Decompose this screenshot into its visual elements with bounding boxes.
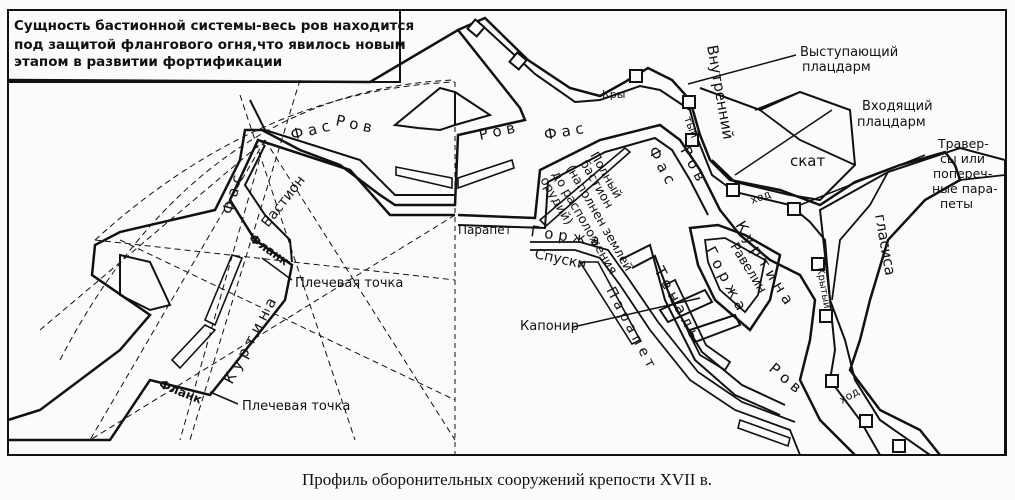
ravelin-inner	[703, 237, 767, 314]
label-shoulder-2: Плечевая точка	[242, 399, 350, 414]
right-bastion-inner	[457, 136, 709, 230]
callouts: Выступающий плацдарм Входящий плацдарм Т…	[800, 45, 998, 211]
right-labels: Парапет Г о р ж а Спуски П а р а п е т П…	[458, 44, 900, 407]
label-parapet-2: П а р а п е т	[602, 284, 658, 370]
left-flank-strip-2	[170, 324, 217, 370]
construction-lines	[39, 79, 456, 441]
label-fas-3: Ф а с	[644, 143, 679, 187]
front-parapet-1	[619, 243, 781, 416]
figure-caption: Профиль оборонительных сооружений крепос…	[302, 470, 712, 489]
label-rov-4: Р о в	[765, 359, 805, 396]
glacis-block	[818, 146, 1006, 456]
label-tenal: Т е н а л ь	[650, 263, 704, 343]
tenaille	[663, 278, 732, 372]
left-labels: Ф а с Р о в Р о в Ф а с Ф а с Бастион Фл…	[157, 111, 585, 414]
internal-slope-edge	[759, 109, 856, 166]
inner-parapet-strip-2	[457, 158, 515, 190]
internal-slope-top	[754, 91, 801, 111]
label-glasisa: гласиса	[871, 213, 900, 277]
callout-salient-1: Выступающий	[800, 45, 898, 60]
top-salient-cut-2	[454, 91, 493, 126]
header-note: Сущность бастионной системы-весь ров нах…	[7, 9, 414, 83]
left-construction	[7, 28, 527, 455]
ravelin	[688, 223, 782, 332]
glacis-right-face	[924, 174, 1006, 201]
label-bastion: Бастион	[259, 173, 309, 231]
callout-traverse-5: петы	[940, 196, 973, 211]
callout-reentrant-2: плацдарм	[857, 115, 926, 130]
label-tyi-1: тый	[681, 115, 701, 140]
left-bastion-outline	[8, 138, 455, 442]
inner-strip-low	[578, 261, 642, 346]
header-note-line2: под защитой флангового огня,что явилось …	[14, 37, 406, 53]
label-rov-2: Р о в	[477, 119, 517, 144]
bastion-inner-contour	[249, 99, 455, 196]
label-kurtina-left: К у р т и н а	[220, 294, 281, 386]
callout-traverse-1: Травер-	[937, 136, 989, 151]
right-bastion-wall	[457, 123, 856, 456]
callout-traverse-2: сы или	[940, 151, 985, 166]
label-skat: скат	[790, 152, 825, 170]
callout-salient-2: плацдарм	[802, 60, 871, 75]
label-rov-1: Р о в	[334, 111, 374, 136]
callout-leaders	[209, 54, 926, 405]
left-outwork	[119, 253, 172, 312]
counterscarp	[457, 16, 962, 456]
label-parapet: Парапет	[458, 223, 512, 237]
label-kaponir: Капонир	[520, 319, 579, 334]
glacis-inner-line	[831, 171, 889, 301]
bottom-strip	[737, 418, 791, 448]
gorge-strip-inner	[530, 241, 796, 423]
callout-traverse-3: попереч-	[933, 166, 992, 181]
label-khod-2: ход	[837, 385, 862, 407]
inner-strip-top	[538, 146, 632, 228]
header-note-line1: Сущность бастионной системы-весь ров нах…	[14, 18, 414, 34]
callout-reentrant-1: Входящий	[862, 99, 933, 114]
top-salient-cut	[392, 86, 456, 132]
gorge-strip	[530, 249, 801, 456]
label-kryty-2: Крытый	[814, 267, 832, 310]
caponier-2	[688, 313, 742, 344]
header-note-line3: этапом в развитии фортификации	[14, 54, 282, 70]
label-vnutrenniy: Внутренний	[703, 44, 737, 141]
label-fas-1: Ф а с	[289, 117, 332, 144]
covered-way	[484, 27, 881, 456]
caponier	[658, 288, 714, 324]
right-plan	[457, 16, 1006, 456]
label-fas-left: Ф а с	[218, 173, 246, 216]
label-kry-1: Кры	[602, 88, 625, 101]
inner-parapet-strip-1	[395, 166, 453, 190]
traverses	[466, 18, 906, 453]
callout-traverse-4: ные пара-	[932, 181, 998, 196]
label-fas-2: Ф а с	[543, 119, 585, 144]
label-shoulder-1: Плечевая точка	[295, 276, 403, 291]
left-flank-strip-1	[203, 254, 244, 327]
